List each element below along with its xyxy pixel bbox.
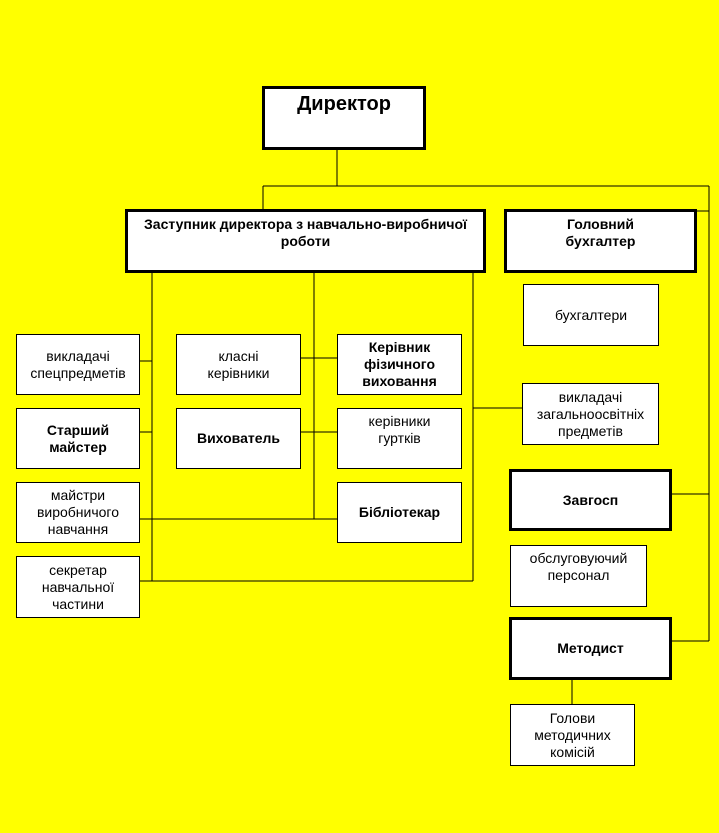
- general-teachers-box: викладачі загальноосвітніх предметів: [522, 383, 659, 445]
- director-box: Директор: [262, 86, 426, 150]
- methodist-box: Методист: [509, 617, 672, 680]
- special-teachers-box: викладачі спецпредметів: [16, 334, 140, 395]
- masters-box: майстри виробничого навчання: [16, 482, 140, 543]
- pe-head-box: Керівник фізичного виховання: [337, 334, 462, 395]
- maintenance-head-box: Завгосп: [509, 469, 672, 531]
- class-leaders-box: класні керівники: [176, 334, 301, 395]
- senior-master-box: Старший майстер: [16, 408, 140, 469]
- deputy-director-box: Заступник директора з навчально-виробнич…: [125, 209, 486, 273]
- educator-box: Вихователь: [176, 408, 301, 469]
- commission-heads-box: Голови методичних комісій: [510, 704, 635, 766]
- secretary-box: секретар навчальної частини: [16, 556, 140, 618]
- chief-accountant-box: Головний бухгалтер: [504, 209, 697, 273]
- accountants-box: бухгалтери: [523, 284, 659, 346]
- service-staff-box: обслуговуючий персонал: [510, 545, 647, 607]
- librarian-box: Бібліотекар: [337, 482, 462, 543]
- club-leaders-box: керівники гуртків: [337, 408, 462, 469]
